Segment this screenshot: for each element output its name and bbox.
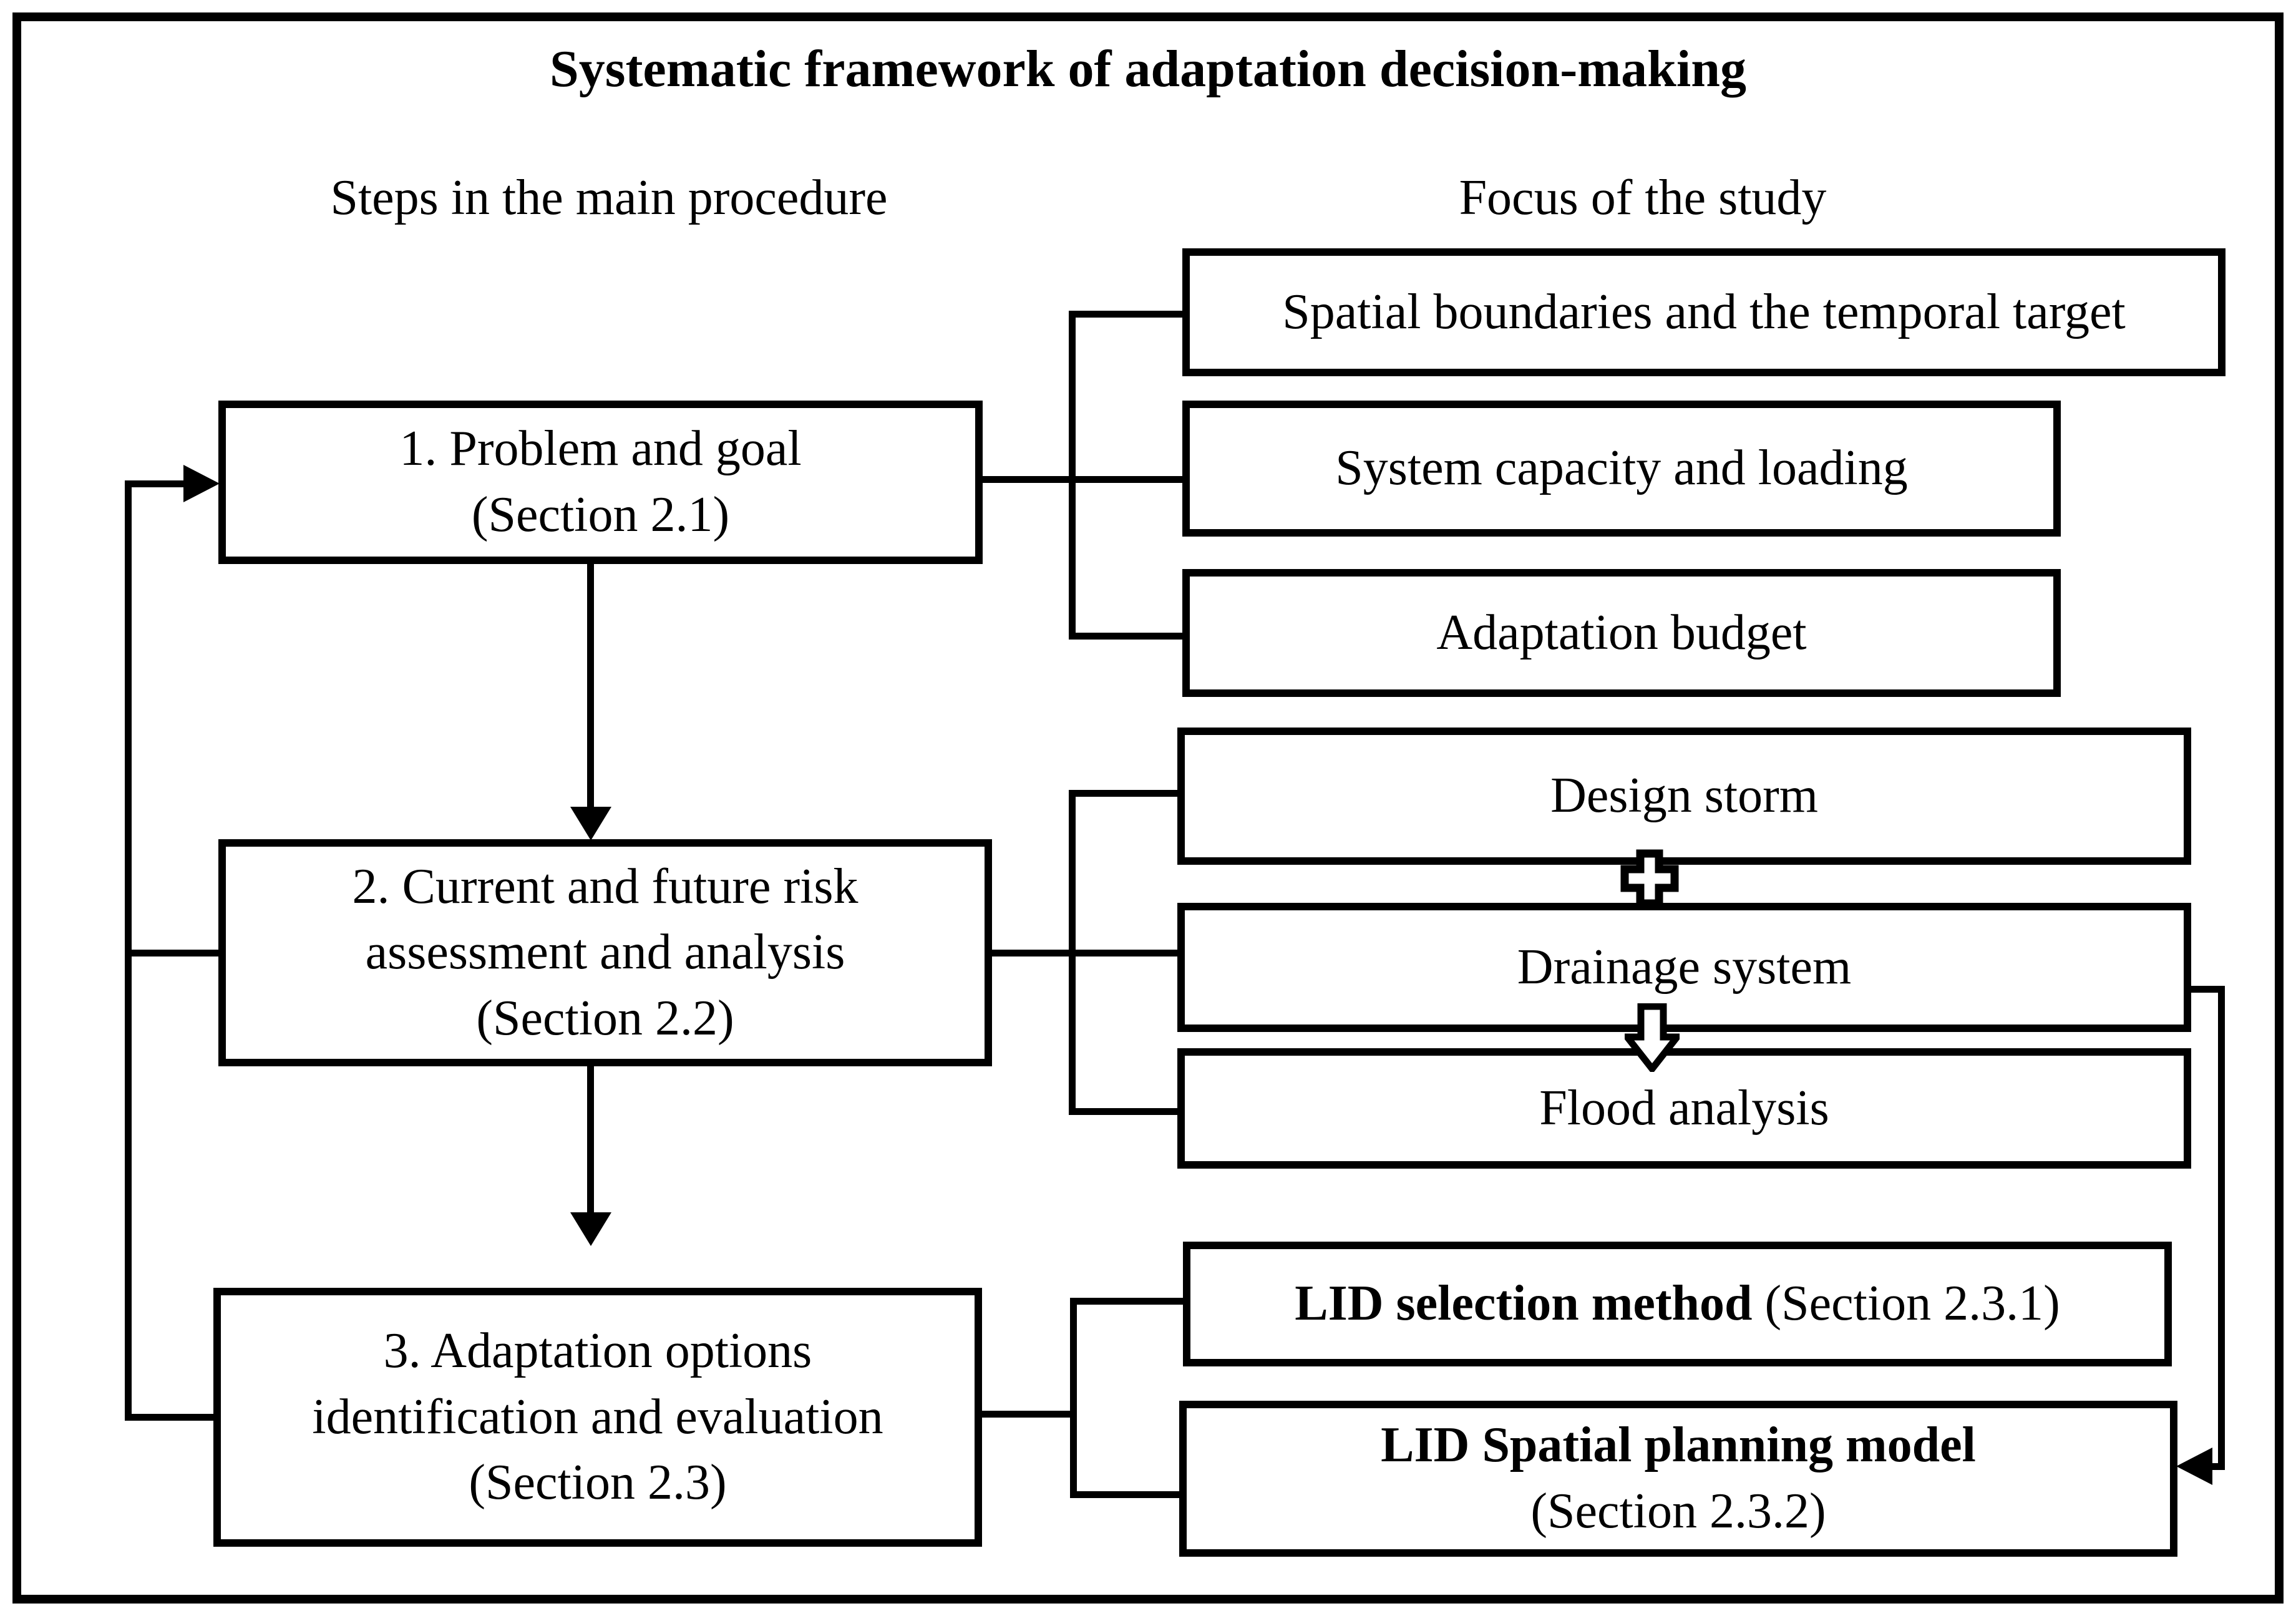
lid-selection-section-text: (Section 2.3.1)	[1752, 1276, 2060, 1331]
feedback-arrowhead-into-step1-icon	[183, 465, 220, 502]
arrowhead-into-lid-spatial-icon	[2176, 1448, 2212, 1485]
feedback-step2-stub-line	[125, 950, 218, 956]
focus-design-storm-label: Design storm	[1550, 768, 1818, 824]
focus-design-storm-box: Design storm	[1177, 728, 2191, 865]
focus-lid-selection-box: LID selection method (Section 2.3.1)	[1183, 1242, 2172, 1366]
step3-line3: (Section 2.3)	[469, 1455, 727, 1511]
focus-system-capacity-box: System capacity and loading	[1182, 401, 2061, 537]
focus-lid-selection-label: LID selection method (Section 2.3.1)	[1295, 1271, 2060, 1337]
step1-focus-trunk-line	[1069, 311, 1076, 640]
step1-line1: 1. Problem and goal	[399, 421, 802, 477]
column-header-focus: Focus of the study	[1459, 170, 1827, 225]
step2-to-step3-arrowhead-icon	[570, 1212, 611, 1246]
lid-spatial-section-text: (Section 2.3.2)	[1530, 1484, 1826, 1539]
trunk-to-lid-spatial-line	[1070, 1491, 1179, 1498]
feedback-from-step3-line	[125, 1414, 213, 1421]
figure-border	[12, 12, 2284, 1604]
figure-title: Systematic framework of adaptation decis…	[550, 40, 1746, 98]
step2-focus-trunk-line	[1069, 790, 1076, 1115]
step2-to-focus-main-line	[990, 950, 1177, 956]
column-header-steps: Steps in the main procedure	[330, 170, 888, 225]
step2-line2: assessment and analysis	[365, 925, 845, 980]
step3-focus-trunk-line	[1070, 1298, 1077, 1498]
lid-spatial-bold-text: LID Spatial planning model	[1381, 1418, 1976, 1473]
focus-flood-analysis-box: Flood analysis	[1177, 1048, 2191, 1169]
trunk-to-spatial-line	[1069, 311, 1182, 318]
drainage-to-lid-spatial-bottom-line	[2209, 1463, 2225, 1470]
focus-system-capacity-label: System capacity and loading	[1335, 441, 1908, 496]
hollow-down-arrow-icon	[1625, 1003, 1680, 1072]
trunk-to-budget-line	[1069, 633, 1182, 640]
focus-adaptation-budget-box: Adaptation budget	[1182, 569, 2061, 697]
step1-box: 1. Problem and goal (Section 2.1)	[218, 401, 983, 564]
focus-adaptation-budget-label: Adaptation budget	[1436, 605, 1807, 660]
step2-box: 2. Current and future risk assessment an…	[218, 839, 992, 1066]
step1-to-step2-line	[587, 562, 594, 811]
drainage-to-lid-spatial-top-line	[2189, 986, 2225, 993]
step2-line1: 2. Current and future risk	[352, 859, 859, 914]
step3-box: 3. Adaptation options identification and…	[213, 1288, 982, 1547]
trunk-to-design-storm-line	[1069, 790, 1177, 797]
drainage-to-lid-spatial-vertical-line	[2218, 986, 2225, 1469]
step1-to-focus-main-line	[981, 476, 1182, 483]
step1-to-step2-arrowhead-icon	[570, 807, 611, 840]
focus-lid-spatial-box: LID Spatial planning model (Section 2.3.…	[1179, 1401, 2177, 1557]
focus-drainage-system-box: Drainage system	[1177, 903, 2191, 1032]
step3-to-focus-main-line	[980, 1411, 1077, 1418]
step2-to-step3-line	[587, 1064, 594, 1215]
plus-icon	[1620, 849, 1679, 908]
trunk-to-flood-line	[1069, 1108, 1177, 1115]
step2-line3: (Section 2.2)	[476, 990, 734, 1046]
step3-line1: 3. Adaptation options	[383, 1323, 812, 1379]
step1-line2: (Section 2.1)	[471, 487, 730, 542]
focus-spatial-boundaries-box: Spatial boundaries and the temporal targ…	[1182, 248, 2225, 376]
step3-line2: identification and evaluation	[312, 1389, 883, 1444]
focus-drainage-system-label: Drainage system	[1517, 939, 1852, 995]
trunk-to-lid-selection-line	[1070, 1298, 1183, 1305]
focus-flood-analysis-label: Flood analysis	[1539, 1080, 1829, 1136]
focus-spatial-boundaries-label: Spatial boundaries and the temporal targ…	[1282, 284, 2126, 339]
feedback-to-step1-line	[125, 480, 185, 487]
lid-selection-bold-text: LID selection method	[1295, 1276, 1753, 1331]
